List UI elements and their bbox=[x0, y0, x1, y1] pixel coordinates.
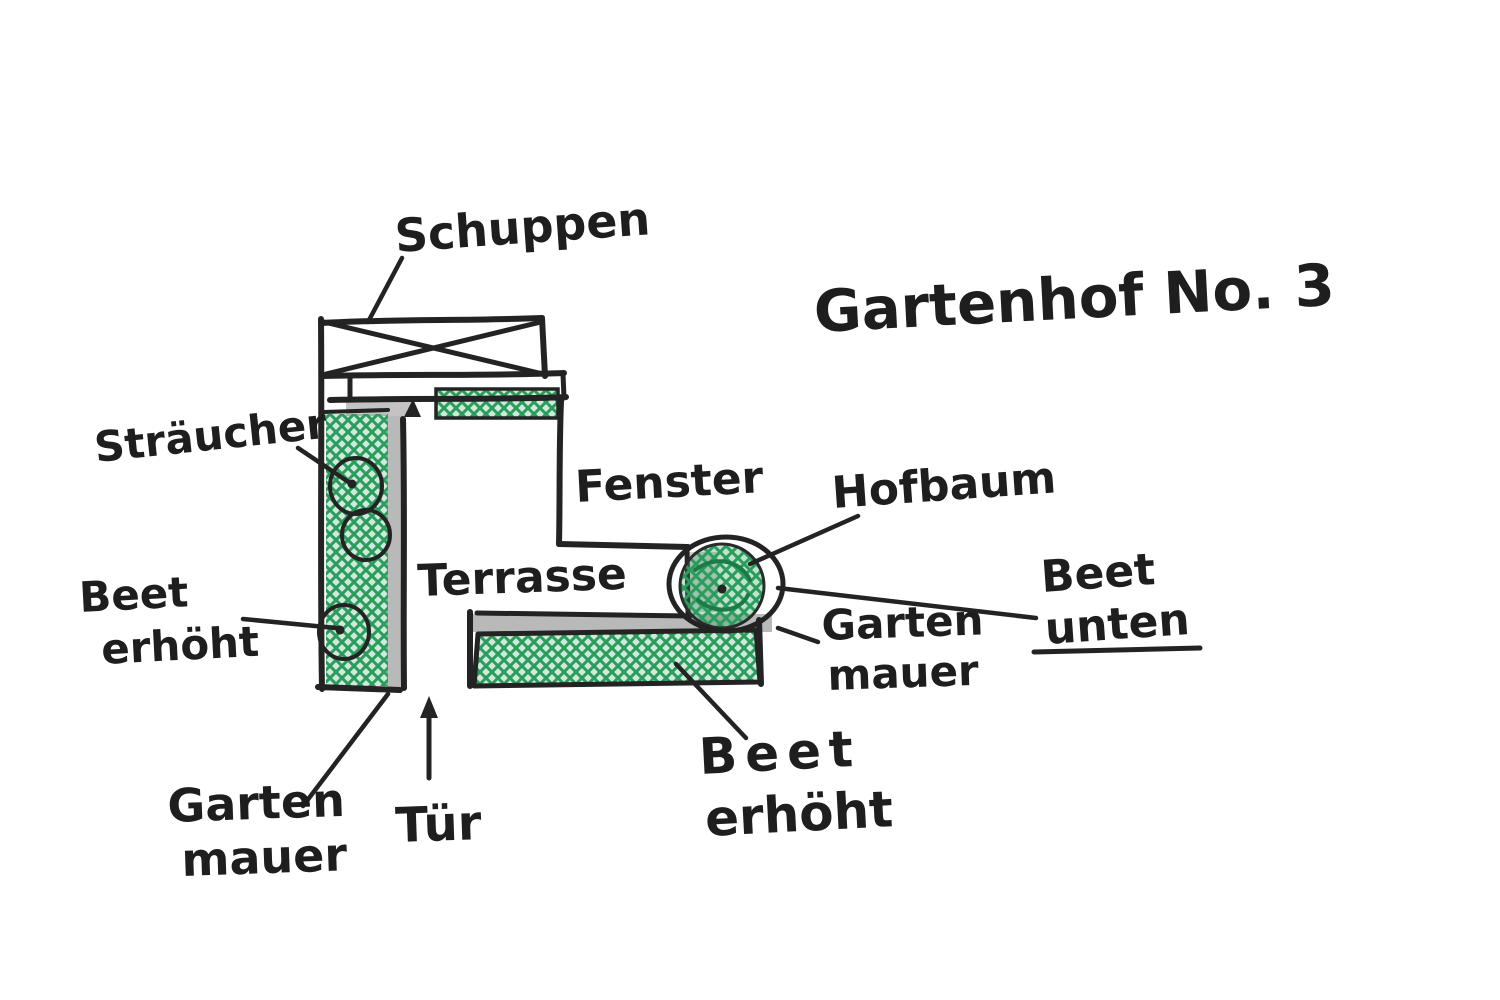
south-wall-right-end bbox=[756, 617, 764, 687]
pointer-hofbaum bbox=[747, 513, 861, 567]
raised-bed-left-top-edge bbox=[322, 408, 390, 414]
label-beet-unten-1: Beet bbox=[1039, 544, 1157, 603]
pointer-beet-unten bbox=[775, 585, 1039, 621]
pointer-beet-erhoeht-left bbox=[240, 616, 339, 631]
label-beet-erhoeht-left-1: Beet bbox=[78, 567, 189, 622]
label-garten-mauer-right-1: Garten bbox=[821, 595, 985, 650]
triangle-marker-icon bbox=[404, 399, 421, 417]
shed-right-line bbox=[539, 315, 548, 379]
shed-bottom-line-2 bbox=[327, 394, 569, 403]
tuer-arrow-icon bbox=[420, 696, 438, 718]
label-beet-erhoeht-bottom-2: erhöht bbox=[704, 780, 895, 848]
pointer-schuppen bbox=[365, 255, 405, 325]
pointer-beet-erhoeht-bottom bbox=[673, 661, 749, 741]
beet-unten-underline bbox=[1031, 645, 1203, 655]
fenster-wall bbox=[556, 398, 564, 547]
raised-bed-left-hatch bbox=[326, 414, 388, 686]
pointer-garten-mauer-bottom bbox=[300, 691, 391, 809]
label-garten-mauer-bottom-1: Garten bbox=[166, 773, 345, 833]
shed-top-line bbox=[319, 315, 545, 326]
label-beet-unten-2: unten bbox=[1043, 594, 1191, 655]
tree-outline-ellipse bbox=[666, 534, 786, 634]
outer-wall-left bbox=[318, 316, 325, 692]
label-schuppen: Schuppen bbox=[393, 191, 652, 263]
shrub-circle-3 bbox=[317, 603, 371, 661]
label-terrasse: Terrasse bbox=[417, 549, 628, 607]
label-hofbaum: Hofbaum bbox=[830, 452, 1058, 519]
tree-scribble bbox=[693, 559, 752, 612]
label-garten-mauer-right-2: mauer bbox=[827, 646, 980, 700]
shed-bed-hatch bbox=[434, 387, 560, 420]
pointer-garten-mauer-right bbox=[775, 625, 821, 645]
label-straeucher: Sträucher bbox=[92, 399, 329, 472]
inner-wall-left bbox=[400, 416, 407, 691]
label-garten-mauer-bottom-2: mauer bbox=[180, 827, 348, 887]
label-fenster: Fenster bbox=[574, 452, 765, 513]
label-beet-erhoeht-left-2: erhöht bbox=[100, 617, 260, 674]
tree-dot bbox=[717, 584, 727, 594]
wall-bottom-left bbox=[315, 684, 403, 693]
label-tuer: Tür bbox=[394, 795, 482, 854]
shed-cross bbox=[321, 319, 546, 377]
raised-bed-bottom-hatch bbox=[471, 627, 763, 689]
page-title: Gartenhof No. 3 bbox=[812, 251, 1336, 346]
label-beet-erhoeht-bottom-1: Beet bbox=[698, 720, 863, 786]
pointer-straeucher bbox=[295, 445, 353, 486]
terrace-top-wall bbox=[556, 541, 691, 550]
shrub-circle-2 bbox=[340, 508, 392, 562]
shed-bottom-line-1 bbox=[319, 370, 567, 379]
south-wall-top-edge bbox=[474, 610, 693, 619]
shed-wall-ticks bbox=[347, 371, 567, 402]
garden-wall-left-gray bbox=[387, 406, 403, 690]
